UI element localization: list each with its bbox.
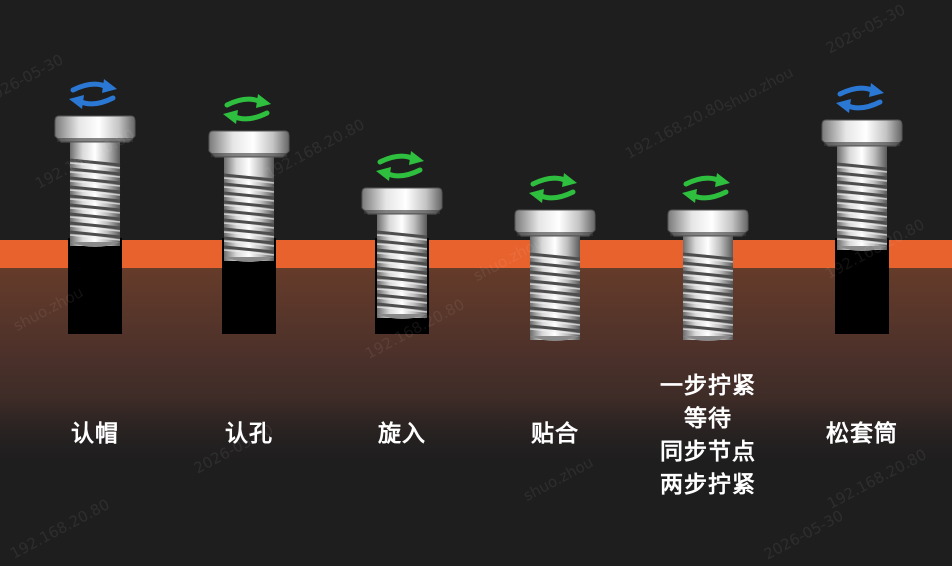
stage-1 [54, 79, 136, 334]
stage-label-line: 两步拧紧 [660, 472, 756, 498]
surface-band [0, 240, 952, 268]
stage-5 [667, 173, 749, 341]
material-fade [0, 400, 952, 460]
stage-label-6: 松套筒 [787, 418, 937, 451]
rotate-arrows-green-icon [376, 151, 424, 181]
screw-threads [69, 158, 121, 241]
stage-4 [514, 173, 596, 341]
stage-label-2: 认孔 [174, 418, 324, 451]
screw-threads [682, 252, 734, 335]
screw [361, 187, 443, 319]
stage-label-4: 贴合 [480, 418, 630, 451]
stage-label-line: 认帽 [71, 421, 119, 447]
rotate-arrows-green-icon [682, 173, 730, 203]
screw [514, 209, 596, 341]
stage-label-line: 等待 [684, 406, 732, 432]
stage-label-line: 同步节点 [660, 439, 756, 465]
stage-label-line: 一步拧紧 [660, 373, 756, 399]
rotate-arrows-green-icon [223, 94, 271, 124]
stage-3 [361, 151, 443, 334]
stage-label-line: 旋入 [378, 421, 426, 447]
stage-label-3: 旋入 [327, 418, 477, 451]
screw-threads [836, 162, 888, 245]
screw-hole [68, 238, 122, 334]
screw [208, 130, 290, 262]
screw-threads [529, 252, 581, 335]
stage-label-line: 松套筒 [826, 421, 898, 447]
rotate-arrows-blue-icon [836, 83, 884, 113]
rotate-arrows-blue-icon [69, 79, 117, 109]
screw-hole [835, 238, 889, 334]
screw-threads [376, 230, 428, 313]
stage-label-line: 认孔 [225, 421, 273, 447]
stages-layer [54, 79, 903, 341]
stage-label-1: 认帽 [20, 418, 170, 451]
screw [821, 119, 903, 251]
stage-6 [821, 83, 903, 334]
screw-threads [223, 173, 275, 256]
rotate-arrows-green-icon [529, 173, 577, 203]
stage-label-5: 一步拧紧等待同步节点两步拧紧 [633, 370, 783, 502]
screw [54, 115, 136, 247]
screw [667, 209, 749, 341]
stage-label-line: 贴合 [531, 421, 579, 447]
stage-2 [208, 94, 290, 334]
